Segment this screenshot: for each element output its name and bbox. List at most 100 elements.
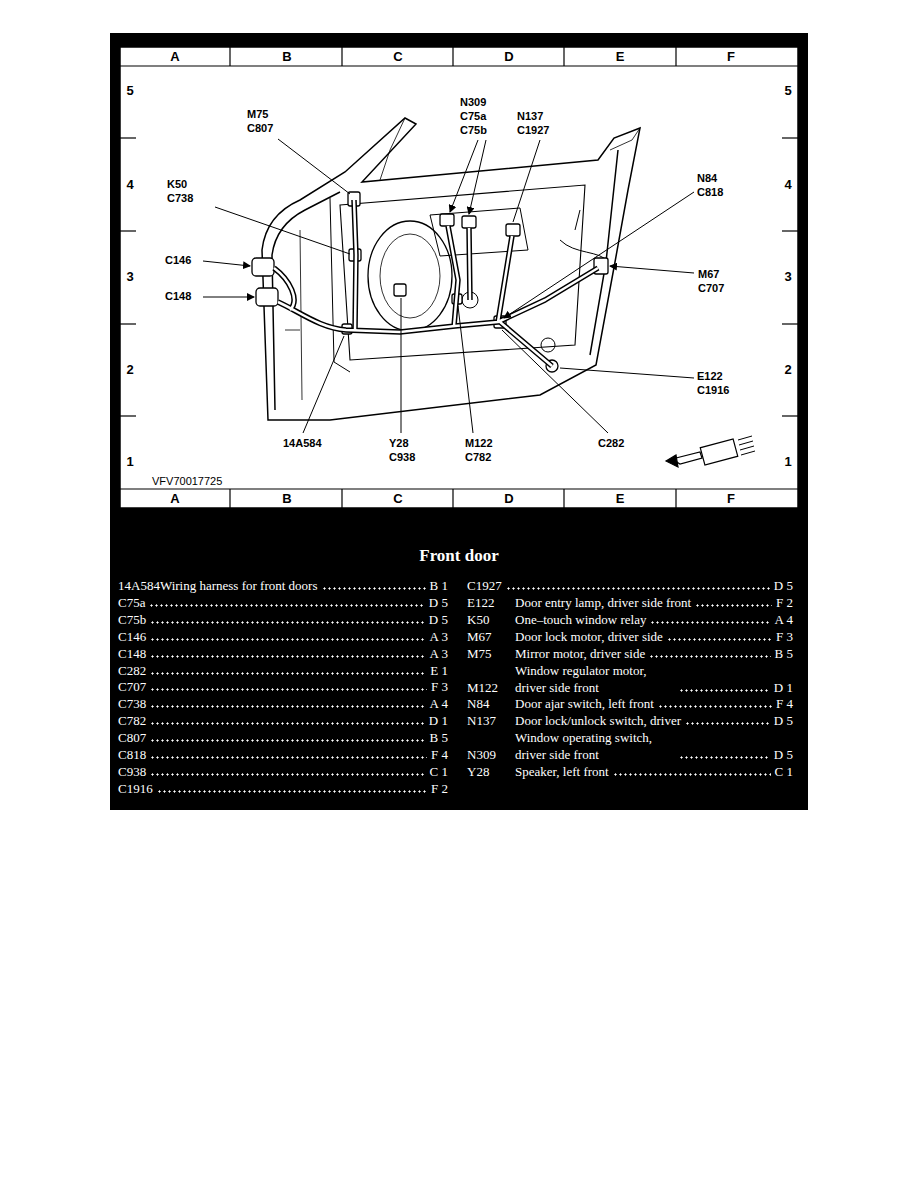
part-code: N84 — [467, 695, 515, 712]
part-code: C146 — [118, 628, 146, 645]
grid-location: A 4 — [775, 611, 793, 628]
dot-leader — [150, 628, 425, 645]
grid-location: C 1 — [775, 763, 793, 780]
dot-leader — [150, 746, 427, 763]
legend-row: M122Window regulator motor, driver side … — [467, 662, 793, 696]
dot-leader — [695, 594, 772, 611]
grid-location: B 5 — [775, 645, 793, 662]
legend-row: C807B 5 — [118, 729, 448, 746]
dot-leader — [150, 729, 425, 746]
part-description: Window operating switch, driver side fro… — [515, 729, 675, 763]
part-code: C818 — [118, 746, 146, 763]
legend-row: C75aD 5 — [118, 594, 448, 611]
part-code: M122 — [467, 679, 515, 696]
callout-label: C738 — [167, 191, 193, 205]
dot-leader — [667, 628, 772, 645]
callout-label: C282 — [598, 436, 624, 450]
callout-label: C938 — [389, 450, 415, 464]
grid-letter: D — [494, 49, 524, 65]
grid-location: F 3 — [431, 678, 448, 695]
part-code: C782 — [118, 712, 146, 729]
grid-location: D 5 — [774, 712, 793, 729]
dot-leader — [149, 594, 424, 611]
part-description: Door ajar switch, left front — [515, 695, 654, 712]
part-code: C807 — [118, 729, 146, 746]
dot-leader — [150, 611, 425, 628]
dot-leader — [679, 746, 770, 763]
callout-label: C1916 — [697, 383, 729, 397]
callout-label: N84 — [697, 171, 717, 185]
grid-number: 3 — [115, 269, 145, 285]
callout-label: N137 — [517, 109, 543, 123]
dot-leader — [150, 763, 425, 780]
part-code: N137 — [467, 712, 515, 729]
connectors — [252, 192, 608, 372]
part-code: M67 — [467, 628, 515, 645]
legend-row: N137Door lock/unlock switch, driver D 5 — [467, 712, 793, 729]
part-description: Mirror motor, driver side — [515, 645, 645, 662]
grid-number: 3 — [773, 269, 803, 285]
black-panel — [110, 33, 808, 810]
legend-row: C738A 4 — [118, 695, 448, 712]
part-code: E122 — [467, 594, 515, 611]
part-description: Wiring harness for front doors — [160, 577, 318, 594]
grid-location: F 2 — [431, 780, 448, 797]
callout-label: M122 — [465, 436, 493, 450]
grid-location: D 1 — [429, 712, 448, 729]
dot-leader — [506, 577, 770, 594]
legend-row: M75Mirror motor, driver side B 5 — [467, 645, 793, 662]
grid-location: D 5 — [774, 746, 793, 763]
grid-location: A 4 — [430, 695, 448, 712]
grid-location: D 1 — [774, 679, 793, 696]
part-code: M75 — [467, 645, 515, 662]
legend-row: Y28Speaker, left frontC 1 — [467, 763, 793, 780]
grid-letter: B — [272, 491, 302, 507]
part-code: C938 — [118, 763, 146, 780]
legend-row: C1916 F 2 — [118, 780, 448, 797]
part-description: Door lock/unlock switch, driver — [515, 712, 681, 729]
dot-leader — [150, 678, 427, 695]
legend-row: N84Door ajar switch, left frontF 4 — [467, 695, 793, 712]
legend-row: C148A 3 — [118, 645, 448, 662]
callout-label: C148 — [165, 289, 191, 303]
callout-label: C75a — [460, 109, 486, 123]
part-code: C75b — [118, 611, 146, 628]
grid-letter: C — [383, 491, 413, 507]
grid-letter: A — [160, 49, 190, 65]
part-description: One–touch window relay — [515, 611, 646, 628]
dot-leader — [650, 611, 770, 628]
part-code: C1916 — [118, 780, 153, 797]
dot-leader — [649, 645, 770, 662]
callout-label: C707 — [698, 281, 724, 295]
part-code: 14A584 — [118, 577, 160, 594]
legend-row: C75bD 5 — [118, 611, 448, 628]
legend-row: K50One–touch window relayA 4 — [467, 611, 793, 628]
legend-row: C282E 1 — [118, 662, 448, 679]
part-code: C282 — [118, 662, 146, 679]
callout-label: C1927 — [517, 123, 549, 137]
part-description: Door lock motor, driver side — [515, 628, 663, 645]
grid-location: C 1 — [430, 763, 448, 780]
grid-letter: D — [494, 491, 524, 507]
grid-letter: F — [716, 491, 746, 507]
legend-row: C782 D 1 — [118, 712, 448, 729]
grid-location: A 3 — [430, 628, 448, 645]
grid-location: F 3 — [776, 628, 793, 645]
grid-number: 4 — [115, 177, 145, 193]
grid-marks — [120, 47, 798, 508]
legend-row: E122Door entry lamp, driver side frontF … — [467, 594, 793, 611]
dot-leader — [613, 763, 771, 780]
legend-row: C1927 D 5 — [467, 577, 793, 594]
part-code: C1927 — [467, 577, 502, 594]
grid-location: F 2 — [776, 594, 793, 611]
callout-label: E122 — [697, 369, 723, 383]
part-code: Y28 — [467, 763, 515, 780]
grid-number: 1 — [115, 454, 145, 470]
figure-reference: VFV70017725 — [152, 474, 222, 488]
callout-label: C818 — [697, 185, 723, 199]
grid-letter: C — [383, 49, 413, 65]
grid-location: D 5 — [774, 577, 793, 594]
grid-location: A 3 — [430, 645, 448, 662]
